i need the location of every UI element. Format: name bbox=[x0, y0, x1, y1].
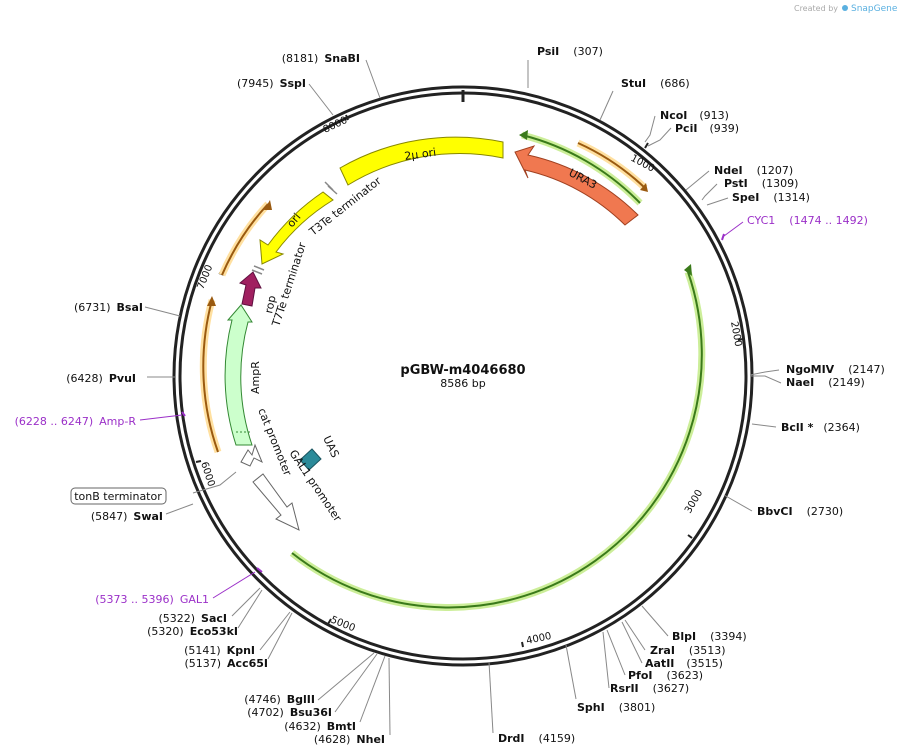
ampr-label: AmpR bbox=[249, 361, 262, 394]
watermark-prefix: Created by bbox=[794, 4, 838, 13]
site-acc65i: (5137)Acc65I bbox=[184, 657, 268, 670]
site-drdi: DrdI(4159) bbox=[498, 732, 575, 745]
site-pcii: PciI(939) bbox=[675, 122, 739, 135]
tick-label-4000: 4000 bbox=[525, 631, 552, 647]
site-bbvci: BbvCI(2730) bbox=[757, 505, 843, 518]
site-ndei: NdeI(1207) bbox=[714, 164, 793, 177]
primer-cyc1: CYC1(1474 .. 1492) bbox=[747, 214, 868, 227]
orf-arc-glow bbox=[289, 270, 706, 611]
site-naei: NaeI(2149) bbox=[786, 376, 865, 389]
site-bcli: BclI *(2364) bbox=[781, 421, 860, 434]
orf-arc-right bbox=[291, 271, 703, 609]
orf-arc-right-arrowhead bbox=[684, 264, 692, 276]
tonb-callout-label: tonB terminator bbox=[74, 490, 162, 503]
site-pfoi: PfoI(3623) bbox=[628, 669, 703, 682]
tick-label-3000: 3000 bbox=[683, 488, 705, 516]
orange-orf-left bbox=[202, 299, 219, 453]
uas-feature bbox=[299, 448, 322, 471]
orf-top-right bbox=[521, 134, 641, 204]
site-spei: SpeI(1314) bbox=[732, 191, 810, 204]
site-bmti: (4632)BmtI bbox=[284, 720, 356, 733]
site-psti: PstI(1309) bbox=[724, 177, 798, 190]
ura3-feature bbox=[514, 145, 639, 226]
site-ngomiv: NgoMIV(2147) bbox=[786, 363, 885, 376]
tonb-callout-box bbox=[70, 487, 167, 505]
tick-label-2000: 2000 bbox=[728, 321, 743, 348]
two-micron-ori-feature bbox=[339, 136, 504, 186]
primer-ampr: (6228 .. 6247)Amp-R bbox=[15, 415, 137, 428]
site-swai: (5847)SwaI bbox=[91, 510, 163, 523]
ampr-feature bbox=[224, 304, 253, 446]
site-bglii: (4746)BglII bbox=[244, 693, 315, 706]
orange-orf-left-top-arrowhead bbox=[264, 200, 272, 210]
cat-promoter-feature bbox=[240, 443, 263, 467]
site-bsu36i: (4702)Bsu36I bbox=[247, 706, 332, 719]
site-blpi: BlpI(3394) bbox=[672, 630, 747, 643]
primer-gal1: (5373 .. 5396)GAL1 bbox=[95, 593, 209, 606]
site-nhei: (4628)NheI bbox=[314, 733, 385, 746]
site-pvui: (6428)PvuI bbox=[66, 372, 136, 385]
rop-label: rop bbox=[262, 294, 278, 314]
site-snabi: (8181)SnaBI bbox=[282, 52, 360, 65]
rop-feature bbox=[238, 271, 262, 307]
ori-feature bbox=[259, 191, 334, 265]
site-eco53ki: (5320)Eco53kI bbox=[147, 625, 238, 638]
plasmid-size: 8586 bp bbox=[440, 377, 485, 390]
site-aatii: AatII(3515) bbox=[645, 657, 723, 670]
site-sspi: (7945)SspI bbox=[237, 77, 306, 90]
watermark-brand: SnapGene bbox=[851, 4, 898, 14]
t7te-terminator-feature bbox=[251, 265, 265, 275]
orange-orf-arrowhead bbox=[640, 183, 648, 192]
orange-orf-left-arrowhead bbox=[207, 296, 216, 306]
site-kpni: (5141)KpnI bbox=[184, 644, 255, 657]
site-rsrii: RsrII(3627) bbox=[610, 682, 689, 695]
orf-top-arrowhead bbox=[519, 130, 528, 140]
site-zrai: ZraI(3513) bbox=[650, 644, 726, 657]
site-stui: StuI(686) bbox=[621, 77, 690, 90]
orange-orf-top bbox=[577, 142, 646, 189]
two-micron-label: 2μ ori bbox=[404, 146, 437, 163]
site-ncoi: NcoI(913) bbox=[660, 109, 729, 122]
site-psii: PsiI(307) bbox=[537, 45, 603, 58]
gal1-promoter-feature bbox=[252, 473, 300, 531]
orange-orf-left-top bbox=[221, 203, 269, 276]
site-bsai: (6731)BsaI bbox=[74, 301, 143, 314]
site-saci: (5322)SacI bbox=[158, 612, 227, 625]
plasmid-name: pGBW-m4046680 bbox=[400, 363, 525, 378]
tick-label-7000: 7000 bbox=[196, 263, 216, 291]
cat-promoter-label: cat promoter bbox=[255, 406, 294, 478]
site-leaders bbox=[144, 59, 782, 736]
snapgene-logo-icon bbox=[842, 5, 848, 11]
site-sphi: SphI(3801) bbox=[577, 701, 655, 714]
primer-leaders bbox=[139, 221, 744, 599]
uas-label: UAS bbox=[320, 434, 341, 460]
t3te-terminator-feature bbox=[324, 181, 338, 195]
